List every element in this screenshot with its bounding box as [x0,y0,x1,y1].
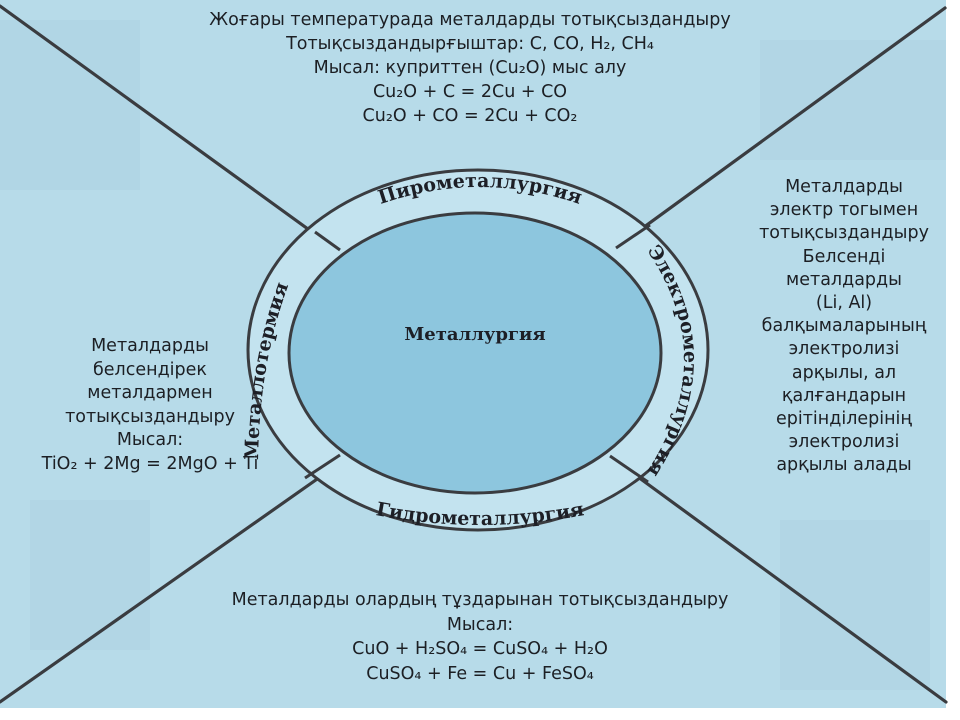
right-line: электр тогымен [769,200,919,221]
bottom-line-2: Мысал: [446,614,514,635]
right-line: қалғандарын [781,385,907,406]
left-line-3: металдармен [87,383,213,403]
center-label: Металлургия [404,324,545,345]
right-line: электролизі [788,339,900,360]
left-line-5: Мысал: [116,430,184,450]
bottom-line-4: CuSO₄ + Fe = Cu + FeSO₄ [366,663,594,684]
pyrometallurgy-description: Жоғары температурада металдарды тотықсыз… [110,8,830,128]
right-line: металдарды [786,269,902,290]
right-line: тотықсыздандыру [759,223,929,244]
diagonal-lines [0,4,948,704]
right-line: ерітінділерінің [776,409,912,430]
right-line: арқылы, ал [791,362,897,383]
electrometallurgy-description: Металдарды электр тогымен тотықсыздандыр… [735,176,953,478]
top-line-4: Cu₂O + C = 2Cu + CO [372,82,568,102]
right-line: Белсенді [802,246,886,267]
bottom-line-1: Металдарды олардың тұздарынан тотықсызда… [231,590,729,610]
bottom-line-3: CuO + H₂SO₄ = CuSO₄ + H₂O [352,639,608,659]
left-line-4: тотықсыздандыру [65,406,235,427]
diagonal-top-left [0,4,350,260]
top-line-3: Мысал: куприттен (Cu₂O) мыс алу [313,58,627,78]
top-line-1: Жоғары температурада металдарды тотықсыз… [209,10,731,30]
inner-ellipse [287,211,663,495]
left-line-1: Металдарды [91,336,209,356]
diagonal-bottom-left [0,468,332,704]
right-line: арқылы алады [776,455,912,476]
left-line-2: белсендірек [93,359,207,380]
right-line: (Li, Al) [815,293,873,314]
top-line-5: Cu₂O + CO = 2Cu + CO₂ [362,106,578,126]
right-line: электролизі [788,432,900,453]
diagonal-bottom-right [610,456,948,704]
background-texture [0,20,946,690]
left-line-6: TiO₂ + 2Mg = 2MgO + Ti [41,453,259,474]
right-line: балқымаларының [761,316,927,337]
top-line-2: Тотықсыздандырғыштар: С, СО, Н₂, СН₄ [286,34,654,54]
right-line: Металдарды [785,177,903,197]
ring-dividers [304,223,651,484]
diagonal-top-right [616,6,947,248]
metallothermy-description: Металдарды белсендірек металдармен тотық… [0,335,300,476]
hydrometallurgy-description: Металдарды олардың тұздарынан тотықсызда… [160,588,800,686]
